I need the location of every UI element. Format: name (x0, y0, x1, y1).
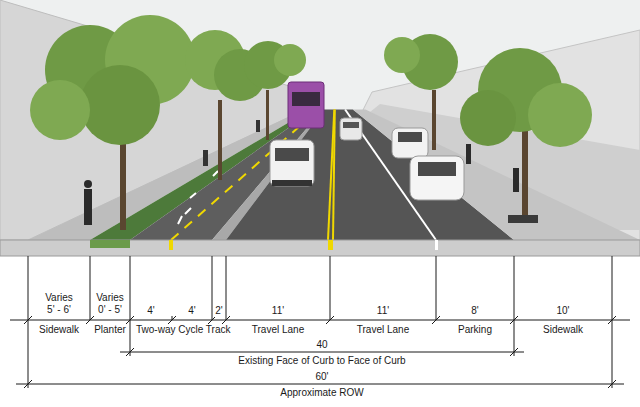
segment-name: Travel Lane (356, 324, 410, 336)
dimension-value: 60' (314, 371, 329, 383)
dimension-lines (10, 256, 630, 388)
cyclist (203, 120, 260, 166)
dimension-value: 10' (555, 305, 570, 317)
lane-mark (435, 240, 438, 250)
lane-mark (328, 240, 333, 250)
dimension-value: 5' - 6' (46, 304, 72, 316)
dimension-value: 2' (214, 305, 223, 317)
segment-name: Planter (93, 324, 127, 336)
dimension-value: 4' (146, 305, 155, 317)
dimension-value: 4' (187, 305, 196, 317)
center-line (333, 110, 335, 241)
dimension-note: Varies (95, 292, 125, 304)
dimension-value: 40 (315, 339, 328, 351)
dimension-value: 8' (470, 305, 479, 317)
segment-name: Two-way Cycle Track (135, 324, 231, 336)
dimension-value: 11' (376, 305, 390, 317)
parked-car (392, 128, 428, 158)
bus (288, 82, 324, 128)
segment-name: Travel Lane (251, 324, 305, 336)
segment-name: Sidewalk (542, 324, 584, 336)
dimension-value: 11' (271, 305, 285, 317)
lane-mark (169, 240, 173, 250)
bike-symbol (190, 171, 218, 198)
dimension-note: Varies (44, 292, 74, 304)
bike-symbol (178, 208, 191, 224)
parked-car (410, 156, 464, 200)
car (340, 118, 362, 140)
segment-name: Parking (457, 324, 493, 336)
tree (244, 41, 306, 140)
tree-grate (508, 215, 538, 223)
cycle-centerline (171, 110, 319, 241)
tree (384, 34, 458, 150)
car (270, 140, 314, 186)
pedestrian (84, 144, 519, 225)
dimension-value: 0' - 5' (97, 304, 123, 316)
dimension-name: Approximate ROW (279, 387, 364, 399)
tree (30, 15, 195, 230)
sky (0, 0, 640, 240)
dimension-name: Existing Face of Curb to Face of Curb (237, 355, 406, 367)
section-band (0, 240, 640, 256)
segment-name: Sidewalk (38, 324, 80, 336)
tree (460, 48, 592, 222)
center-line (328, 110, 334, 241)
planter-soil (90, 240, 130, 248)
